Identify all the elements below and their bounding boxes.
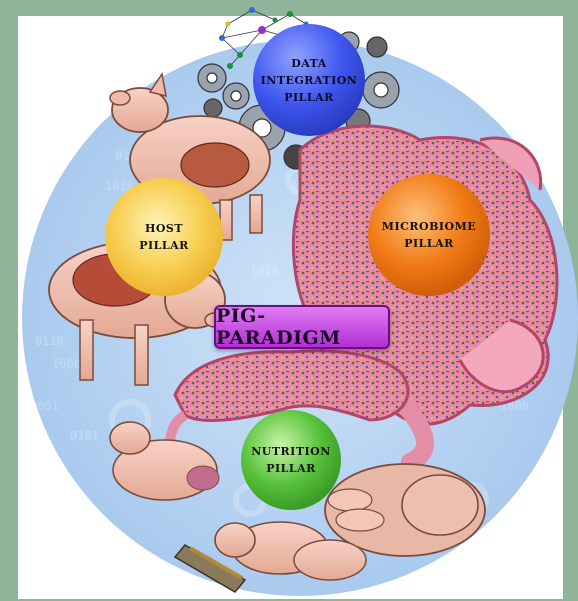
svg-text:1010: 1010 [250,264,279,278]
svg-text:0110: 0110 [35,334,64,348]
pillar-label-line: HOST [145,220,183,237]
host-pillar: HOST PILLAR [105,178,223,296]
pillar-label-line: PILLAR [404,235,454,252]
pig-paradigm-label: PIG-PARADIGM [214,305,390,349]
data-integration-pillar: DATA INTEGRATION PILLAR [253,24,365,136]
pillar-label-line: INTEGRATION [261,72,358,89]
svg-text:1000: 1000 [52,357,81,371]
pillar-label-line: NUTRITION [251,443,331,460]
pillar-label-line: DATA [291,55,327,72]
pillar-label-line: MICROBIOME [382,218,476,235]
svg-text:0001: 0001 [30,399,59,413]
nutrition-pillar: NUTRITION PILLAR [241,410,341,510]
microbiome-pillar: MICROBIOME PILLAR [368,174,490,296]
svg-text:0101: 0101 [70,429,99,443]
pillar-label-line: PILLAR [284,89,334,106]
pillar-label-line: PILLAR [139,237,189,254]
pillar-label-line: PILLAR [266,460,316,477]
